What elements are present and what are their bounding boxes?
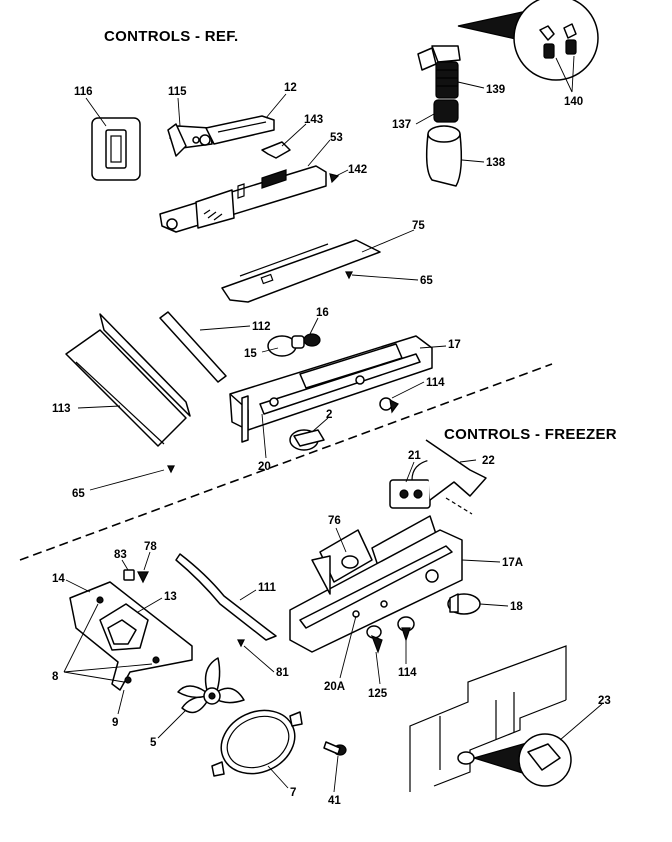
part-114-lower-fastener [397, 616, 415, 642]
part-5-fan-blade [177, 657, 245, 714]
label-41: 41 [328, 795, 341, 807]
label-138: 138 [486, 157, 506, 169]
part-65-screw-upper [345, 271, 353, 280]
part-18-knob [447, 593, 481, 615]
part-113-cover-panel [65, 313, 191, 447]
label-115: 115 [168, 86, 187, 98]
label-23: 23 [598, 695, 611, 707]
label-22: 22 [482, 455, 495, 467]
label-8: 8 [52, 671, 59, 683]
label-65-upper: 65 [420, 275, 433, 287]
label-143: 143 [304, 114, 323, 126]
label-75: 75 [412, 220, 425, 232]
label-113: 113 [52, 403, 71, 415]
part-7-fan-shroud [211, 709, 303, 777]
part-16-socket [303, 333, 321, 347]
part-78-screw [137, 571, 149, 584]
label-142: 142 [348, 164, 367, 176]
part-112-rod [159, 311, 227, 383]
part-15-lamp [267, 335, 305, 357]
label-78: 78 [144, 541, 157, 553]
part-53-control-housing [159, 165, 327, 233]
label-76: 76 [328, 515, 341, 527]
label-17A: 17A [502, 557, 523, 569]
part-41-screw [323, 741, 347, 756]
part-116-gasket [91, 117, 141, 181]
label-5: 5 [150, 737, 157, 749]
label-112: 112 [252, 321, 271, 333]
part-13-fan-motor [99, 603, 149, 651]
label-20: 20 [258, 461, 271, 473]
label-14: 14 [52, 573, 65, 585]
label-116: 116 [74, 86, 93, 98]
label-140: 140 [564, 96, 583, 108]
label-137: 137 [392, 119, 411, 131]
part-17A-freezer-bezel [289, 529, 463, 653]
part-21-thermostat [389, 459, 431, 509]
refrigerator-controls-title: CONTROLS - REF. [104, 28, 239, 45]
label-15: 15 [244, 348, 257, 360]
part-22-capillary [425, 439, 487, 515]
part-140-terminals [457, 0, 599, 81]
part-83-clip [123, 569, 135, 581]
label-83: 83 [114, 549, 127, 561]
label-17: 17 [448, 339, 461, 351]
label-12: 12 [284, 82, 297, 94]
label-125: 125 [368, 688, 388, 700]
leader-lines [63, 55, 603, 793]
part-2-knob [289, 429, 325, 451]
part-17-control-bezel [229, 335, 433, 443]
part-125-fastener [366, 625, 383, 654]
label-114-lower: 114 [398, 667, 417, 679]
part-115-sensor-bracket [167, 123, 213, 157]
callout-labels: 116 115 12 143 53 142 140 139 137 138 75… [52, 82, 611, 807]
part-139-socket [417, 45, 461, 99]
label-53: 53 [330, 132, 343, 144]
freezer-controls-title: CONTROLS - FREEZER [444, 426, 617, 443]
label-139: 139 [486, 84, 505, 96]
part-111-wire-harness [175, 553, 277, 641]
label-20A: 20A [324, 681, 345, 693]
label-2: 2 [326, 409, 332, 421]
label-13: 13 [164, 591, 177, 603]
label-111: 111 [258, 582, 277, 594]
label-65-lower: 65 [72, 488, 85, 500]
part-12-damper-tube [205, 115, 275, 145]
part-143-clip [261, 141, 291, 159]
part-137-bulb-base [433, 99, 459, 123]
label-9: 9 [112, 717, 118, 729]
part-76-control-box [319, 515, 437, 583]
part-75-cover-plate [221, 239, 381, 303]
part-65-screw-lower [167, 465, 175, 474]
section-divider [19, 363, 553, 561]
label-81: 81 [276, 667, 289, 679]
part-114-upper-fastener [379, 397, 399, 414]
part-81-screw [237, 639, 245, 648]
part-23-inset-detail [409, 645, 572, 792]
label-7: 7 [290, 787, 296, 799]
label-18: 18 [510, 601, 523, 613]
label-21: 21 [408, 450, 421, 462]
label-114-upper: 114 [426, 377, 445, 389]
label-16: 16 [316, 307, 329, 319]
part-138-light-bulb [425, 125, 463, 187]
